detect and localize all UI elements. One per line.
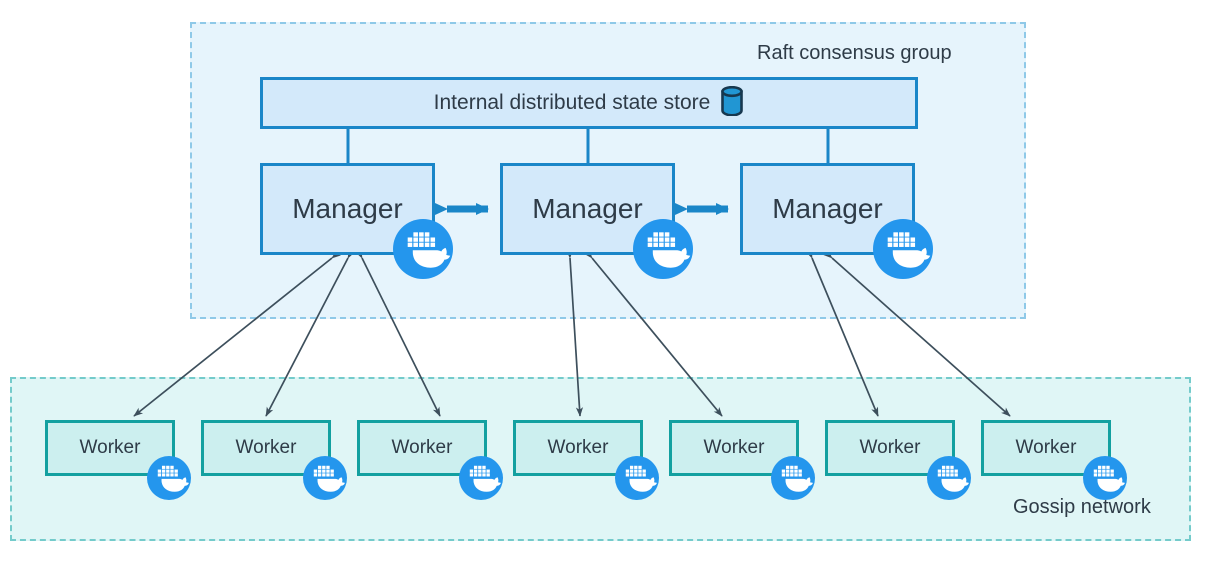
docker-whale-icon-manager-3 bbox=[873, 219, 933, 279]
docker-whale-icon-worker-3 bbox=[459, 456, 503, 500]
docker-whale-icon-worker-4 bbox=[615, 456, 659, 500]
state-store-label: Internal distributed state store bbox=[433, 91, 711, 114]
manager-label: Manager bbox=[292, 193, 403, 224]
manager-label: Manager bbox=[772, 193, 883, 224]
worker-manager-edges bbox=[133, 248, 1011, 417]
worker-label: Worker bbox=[703, 437, 765, 458]
manager-label: Manager bbox=[532, 193, 643, 224]
docker-whale-icon-worker-6 bbox=[927, 456, 971, 500]
worker-manager-link-7 bbox=[823, 249, 1011, 417]
worker-manager-link-5 bbox=[583, 248, 723, 417]
docker-whale-icon-worker-5 bbox=[771, 456, 815, 500]
docker-whale-icon-worker-1 bbox=[147, 456, 191, 500]
database-cylinder-icon bbox=[720, 85, 744, 121]
worker-label: Worker bbox=[79, 437, 141, 458]
raft-consensus-group-label: Raft consensus group bbox=[757, 42, 952, 64]
worker-manager-link-4 bbox=[565, 249, 584, 417]
worker-label: Worker bbox=[391, 437, 453, 458]
worker-label: Worker bbox=[235, 437, 297, 458]
store-to-manager-stems bbox=[346, 129, 830, 163]
worker-manager-link-2 bbox=[265, 248, 356, 417]
worker-label: Worker bbox=[859, 437, 921, 458]
docker-whale-icon-worker-7 bbox=[1083, 456, 1127, 500]
docker-whale-icon-manager-1 bbox=[393, 219, 453, 279]
docker-whale-icon-worker-2 bbox=[303, 456, 347, 500]
worker-node-5[interactable]: Worker bbox=[669, 420, 799, 476]
worker-label: Worker bbox=[547, 437, 609, 458]
worker-label: Worker bbox=[1015, 437, 1077, 458]
docker-whale-icon-manager-2 bbox=[633, 219, 693, 279]
internal-state-store-box[interactable]: Internal distributed state store bbox=[260, 77, 918, 129]
worker-manager-link-3 bbox=[354, 248, 441, 417]
gossip-network-label: Gossip network bbox=[1013, 496, 1151, 518]
